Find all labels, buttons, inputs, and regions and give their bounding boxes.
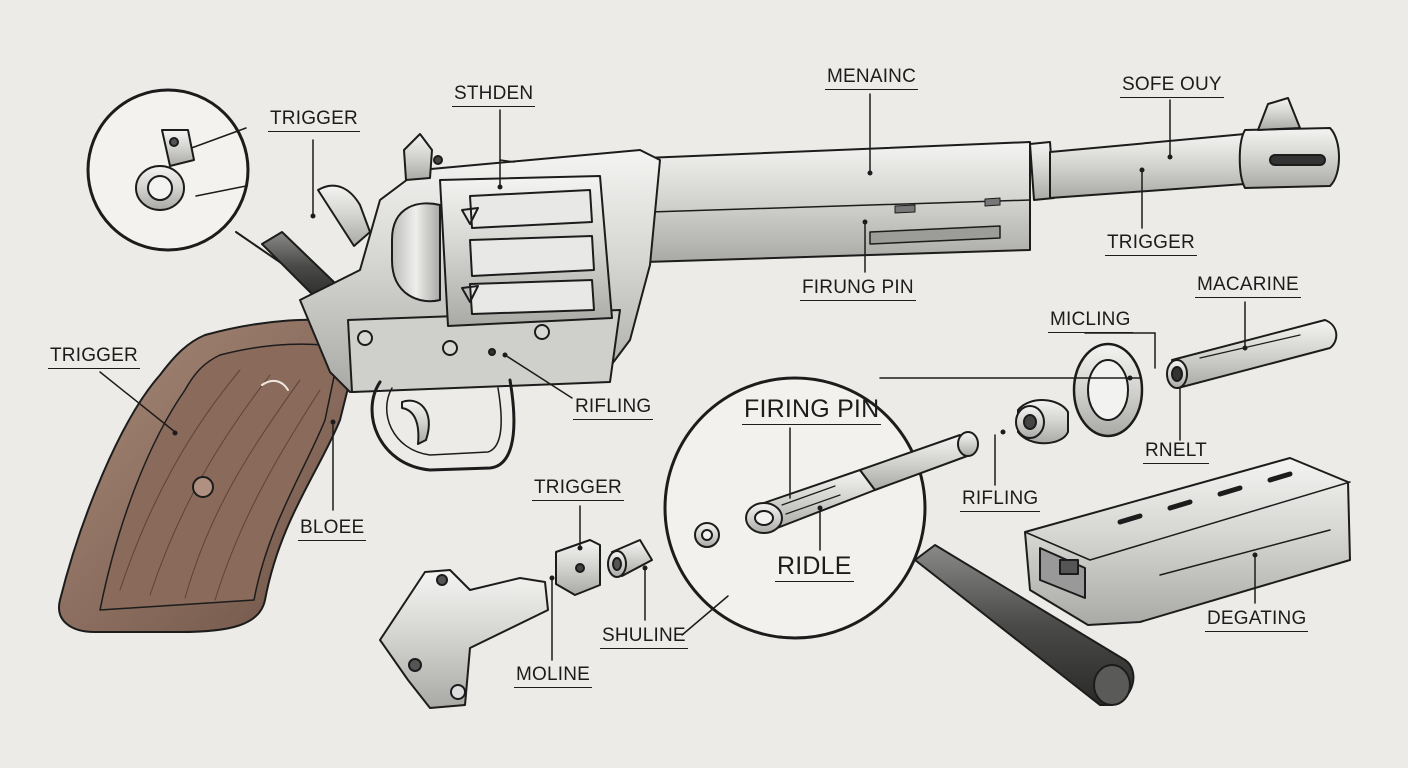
label-rifling-frame: RIFLING bbox=[573, 396, 654, 420]
large-ring-part bbox=[1072, 342, 1144, 438]
label-sofe-ouy: SOFE OUY bbox=[1120, 74, 1224, 98]
housing-part bbox=[1024, 457, 1351, 626]
label-bloee: BLOEE bbox=[298, 517, 367, 541]
leader-dots bbox=[172, 154, 1258, 581]
label-firing-pin-magnified: FIRING PIN bbox=[742, 395, 882, 425]
label-trigger-parts: TRIGGER bbox=[532, 477, 624, 501]
hammer-part bbox=[379, 569, 549, 709]
label-trigger-barrel: TRIGGER bbox=[1105, 232, 1197, 256]
label-menainc: MENAINC bbox=[825, 66, 919, 90]
label-degating: DEGATING bbox=[1205, 608, 1309, 632]
frame-and-cylinder bbox=[299, 133, 661, 472]
label-moline: MOLINE bbox=[514, 664, 593, 688]
small-ring-part bbox=[1015, 399, 1069, 445]
label-firung-pin: FIRUNG PIN bbox=[800, 277, 916, 301]
label-rnelt: RNELT bbox=[1143, 440, 1209, 464]
label-macarine: MACARINE bbox=[1195, 274, 1301, 298]
barrel bbox=[644, 97, 1340, 263]
rod-part bbox=[1166, 319, 1338, 389]
label-ridle: RIDLE bbox=[775, 552, 854, 582]
label-trigger-grip: TRIGGER bbox=[48, 345, 140, 369]
label-trigger-top-left: TRIGGER bbox=[268, 108, 360, 132]
small-block-part bbox=[555, 539, 601, 596]
leader-lines bbox=[99, 93, 1256, 661]
label-sthden: STHDEN bbox=[452, 83, 536, 107]
label-micling: MICLING bbox=[1048, 309, 1133, 333]
small-sleeve-part bbox=[607, 539, 653, 578]
left-magnifier bbox=[86, 88, 337, 301]
label-rifling-rings: RIFLING bbox=[960, 488, 1041, 512]
center-magnifier bbox=[663, 376, 1135, 706]
label-shuline: SHULINE bbox=[600, 625, 688, 649]
